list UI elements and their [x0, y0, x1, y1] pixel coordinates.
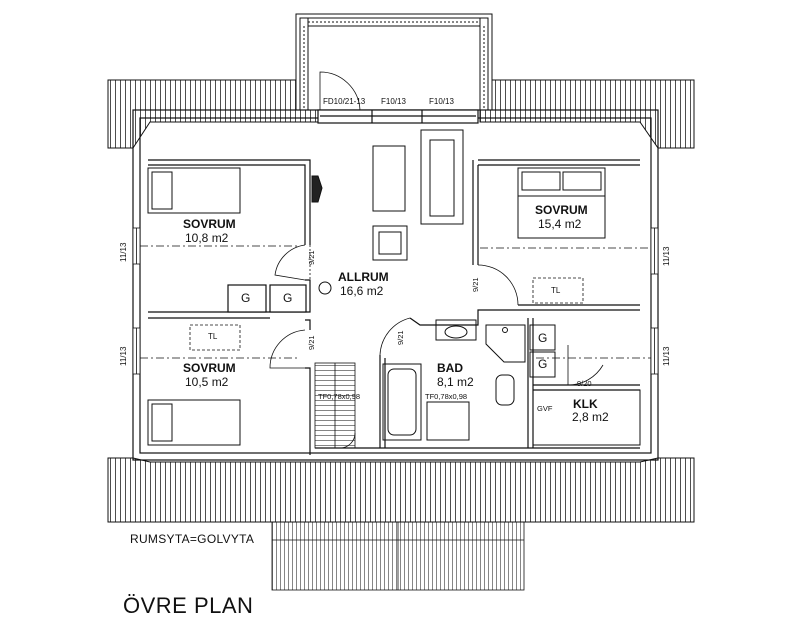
window-label-right-lower: 11/13: [662, 346, 671, 366]
exterior-walls: [132, 109, 659, 461]
door-label-klk: 9/20: [577, 379, 592, 388]
side-windows: [132, 227, 659, 375]
door-label-sovrum-2: 9/21: [471, 277, 480, 292]
window-label-left-lower: 11/13: [119, 346, 128, 366]
window-label-balcony-door: FD10/21-13: [323, 97, 366, 106]
roof-bottom: [107, 457, 695, 523]
roof-window-label-bad: TF0,78x0,98: [425, 392, 468, 401]
room-name-klk: KLK: [573, 397, 598, 411]
gvf-label: GVF: [537, 404, 553, 413]
door-label-sovrum-1: 9/21: [307, 250, 316, 265]
door-label-sovrum-3: 9/21: [307, 335, 316, 350]
room-area-sovrum-2: 15,4 m2: [538, 217, 582, 231]
window-label-left-upper: 11/13: [119, 242, 128, 262]
room-name-sovrum-1: SOVRUM: [183, 217, 236, 231]
room-area-sovrum-3: 10,5 m2: [185, 375, 229, 389]
room-area-allrum: 16,6 m2: [340, 284, 384, 298]
roof-top-right: [479, 79, 695, 149]
plan-title: ÖVRE PLAN: [123, 593, 254, 618]
closet-g-label-4: G: [538, 357, 548, 371]
window-label-top-right: F10/13: [429, 97, 454, 106]
door-swings: [269, 244, 604, 386]
stairs: [314, 362, 356, 449]
plan-note: RUMSYTA=GOLVYTA: [130, 532, 255, 546]
bath-fixtures: [382, 319, 641, 446]
closet-g-label-1: G: [241, 291, 251, 305]
room-area-klk: 2,8 m2: [572, 410, 609, 424]
room-name-bad: BAD: [437, 361, 463, 375]
balcony: [295, 13, 493, 111]
closet-g-label-3: G: [538, 331, 548, 345]
door-label-bad: 9/21: [396, 330, 405, 345]
room-name-sovrum-3: SOVRUM: [183, 361, 236, 375]
roof-eaves: [107, 79, 695, 523]
beds: [147, 167, 606, 446]
roof-window-label-stair: TF0,78x0,98: [318, 392, 361, 401]
tl-label-left: TL: [208, 332, 218, 341]
room-area-bad: 8,1 m2: [437, 375, 474, 389]
front-steps: [271, 521, 525, 591]
window-label-top-mid: F10/13: [381, 97, 406, 106]
tl-label-right: TL: [551, 286, 561, 295]
room-name-allrum: ALLRUM: [338, 270, 389, 284]
window-label-right-upper: 11/13: [662, 246, 671, 266]
closet-g-label-2: G: [283, 291, 293, 305]
room-area-sovrum-1: 10,8 m2: [185, 231, 229, 245]
living-room-furniture: [311, 129, 464, 295]
room-name-sovrum-2: SOVRUM: [535, 203, 588, 217]
